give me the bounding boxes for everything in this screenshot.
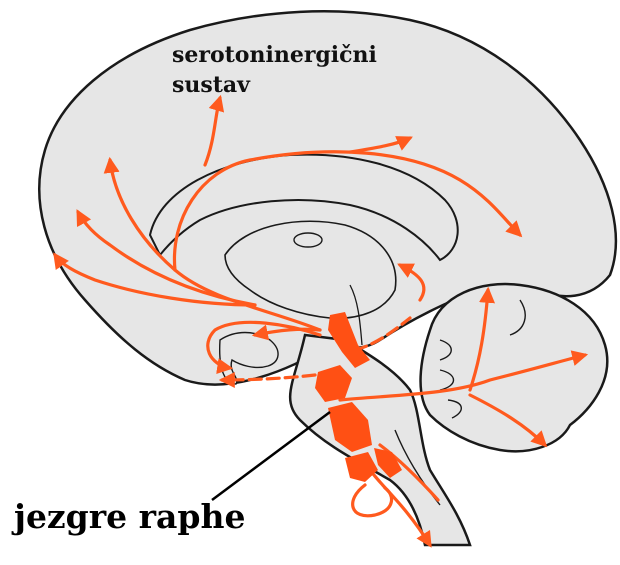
interthalamic-adhesion [294, 233, 322, 247]
system-label: serotoninergični sustav [172, 40, 412, 100]
system-label-line2: sustav [172, 70, 412, 100]
pathway-medullary-loop [353, 485, 392, 516]
system-label-line1: serotoninergični [172, 40, 412, 70]
cerebellum-outline [421, 284, 608, 451]
raphe-nuclei-label: jezgre raphe [14, 497, 245, 536]
raphe-pointer-line [212, 412, 330, 500]
